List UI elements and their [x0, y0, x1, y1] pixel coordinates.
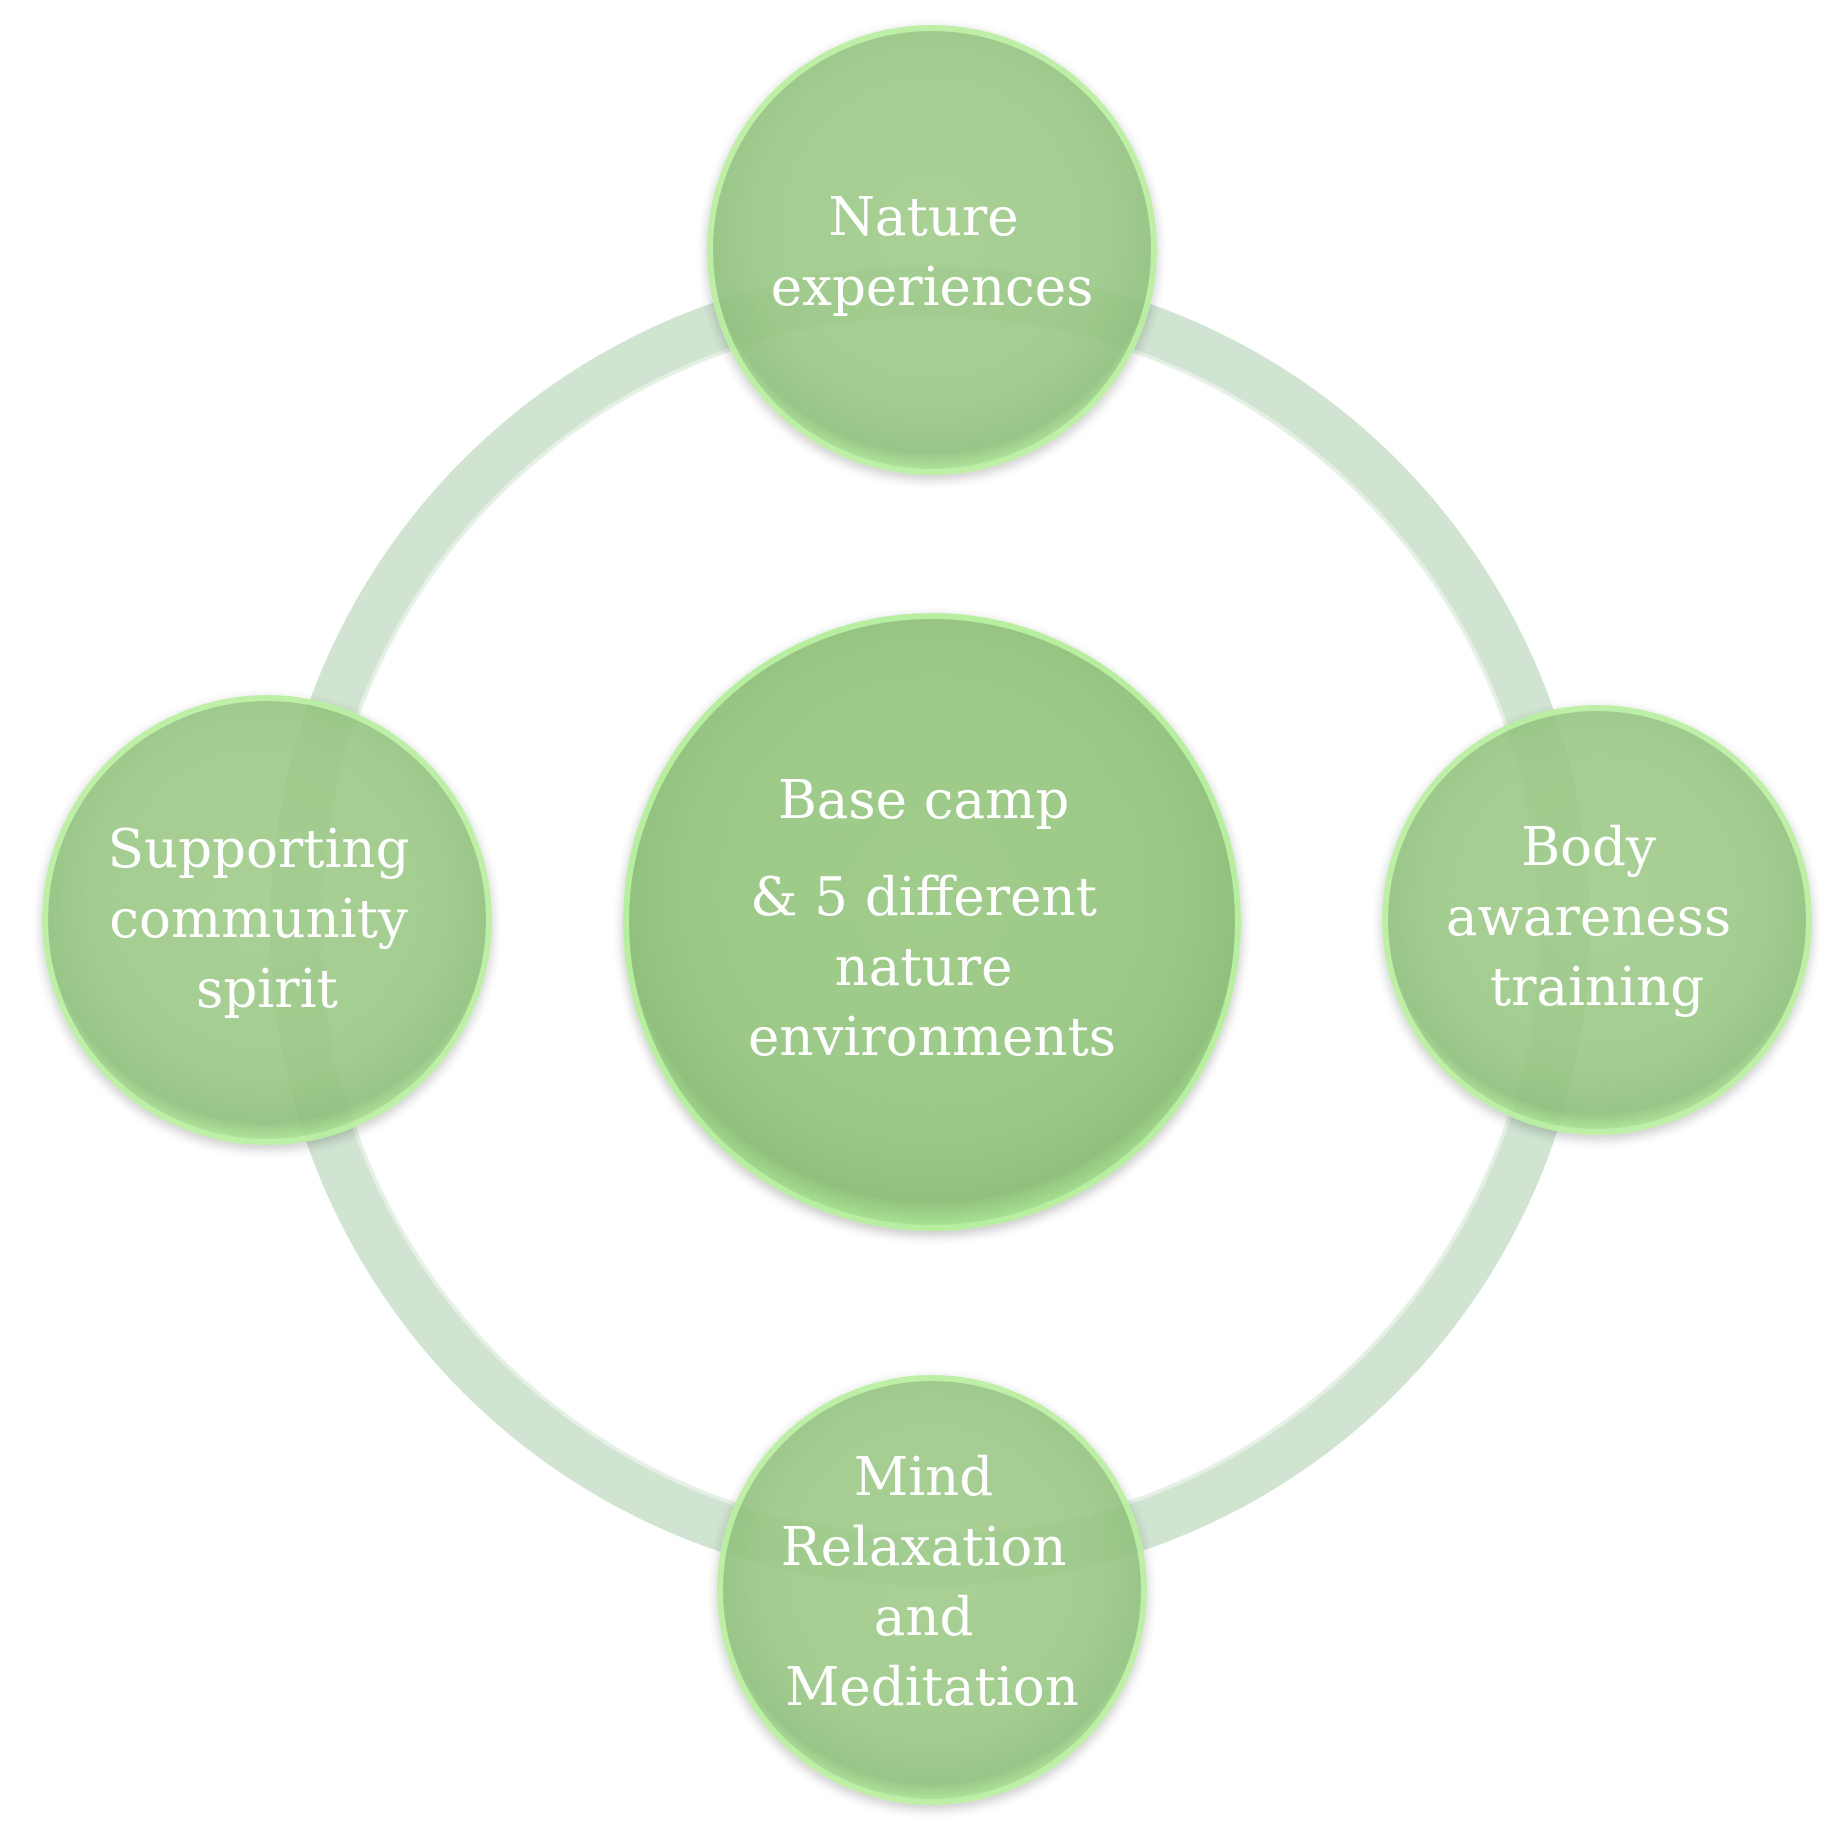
node-supporting-community: Supporting community spirit: [42, 695, 492, 1145]
supporting-community-circle: [42, 695, 492, 1145]
supporting-community-label: Supporting community spirit: [108, 819, 427, 1020]
body-awareness-label: Body awareness training: [1446, 817, 1748, 1018]
node-mind-relaxation: Mind Relaxation and Meditation: [717, 1375, 1147, 1805]
mind-relaxation-label: Mind Relaxation and Meditation: [781, 1447, 1083, 1718]
center-line-4: environments: [748, 1007, 1116, 1068]
center-line-1: Base camp: [778, 770, 1069, 831]
center-line-2: & 5 different: [750, 867, 1097, 928]
nature-experiences-circle: [707, 25, 1157, 475]
body-awareness-circle: [1382, 705, 1812, 1135]
nature-experiences-label: Nature experiences: [771, 187, 1094, 318]
center-label: Base camp & 5 different nature environme…: [748, 770, 1116, 1068]
node-body-awareness: Body awareness training: [1382, 705, 1812, 1135]
center-node: Base camp & 5 different nature environme…: [623, 613, 1241, 1231]
node-nature-experiences: Nature experiences: [707, 25, 1157, 475]
mind-relaxation-circle: [717, 1375, 1147, 1805]
center-line-3: nature: [835, 937, 1013, 998]
center-circle: [623, 613, 1241, 1231]
